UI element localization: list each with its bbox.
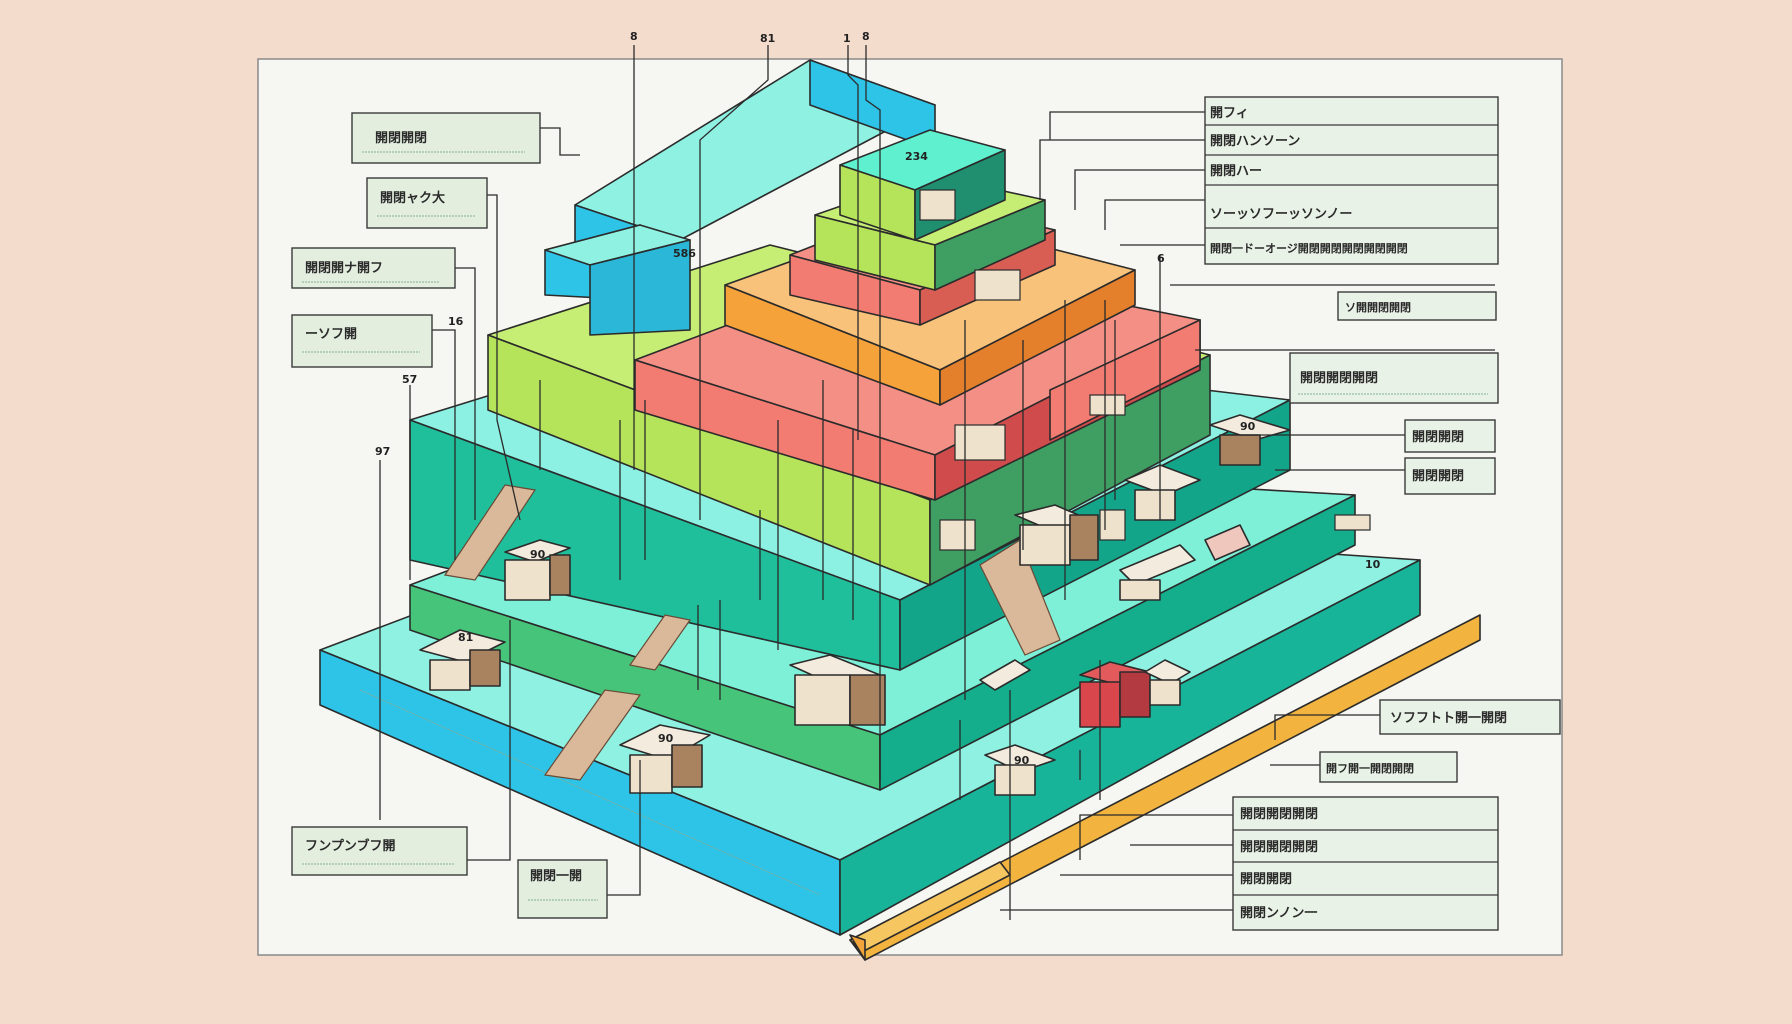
house-4 bbox=[789, 654, 886, 726]
right-label-1: ソ開開閉開閉 bbox=[1337, 291, 1497, 321]
right-label-4: 開閉開閉 bbox=[1404, 457, 1496, 495]
block-number-16: 16 bbox=[448, 315, 464, 328]
right-label-boxes: ソ開開閉開閉 開閉開閉開閉 開閉開閉 開閉開閉 ソフフトト開一開閉 開フ開一開閉… bbox=[1289, 291, 1561, 783]
right-bottom-row-2: 開閉開閉開閉 bbox=[1240, 840, 1318, 855]
pyramid bbox=[319, 59, 1481, 961]
bench bbox=[979, 659, 1031, 691]
right-label-4-text: 開閉開閉 bbox=[1412, 469, 1464, 484]
block-number-90c: 90 bbox=[1014, 754, 1030, 767]
block-numbers: 234 586 16 57 97 6 90 81 90 90 90 10 bbox=[375, 150, 1381, 767]
right-label-5-text: ソフフトト開一開閉 bbox=[1390, 711, 1507, 726]
top-number-3: 1 bbox=[843, 32, 851, 45]
right-bottom-row-3: 開閉開閉 bbox=[1240, 872, 1292, 887]
right-label-2: 開閉開閉開閉 bbox=[1289, 352, 1499, 404]
left-label-3-text: 開閉開ナ開フ bbox=[305, 261, 383, 276]
right-label-3: 開閉開閉 bbox=[1404, 419, 1496, 453]
left-label-6-text: 開閉一開 bbox=[530, 869, 582, 884]
right-top-row-2: 開閉ハンソーン bbox=[1210, 134, 1300, 149]
right-label-5: ソフフトト開一開閉 bbox=[1379, 699, 1561, 735]
block-number-81: 81 bbox=[458, 631, 473, 644]
left-label-4: ーソフ開 bbox=[291, 314, 433, 368]
house-3 bbox=[619, 724, 711, 794]
block-number-97: 97 bbox=[375, 445, 390, 458]
right-top-row-3: 開閉ハー bbox=[1210, 164, 1262, 179]
house-8 bbox=[984, 744, 1056, 796]
right-label-2-text: 開閉開閉開閉 bbox=[1300, 371, 1378, 386]
vent-grilles bbox=[919, 189, 1371, 551]
left-label-2-text: 開閉ャク大 bbox=[380, 190, 445, 206]
left-label-3: 開閉開ナ開フ bbox=[291, 247, 456, 289]
right-label-6: 開フ開一開閉開閉 bbox=[1319, 751, 1458, 783]
block-number-6: 6 bbox=[1157, 252, 1165, 265]
block-number-90a: 90 bbox=[530, 548, 546, 561]
right-label-6-text: 開フ開一開閉開閉 bbox=[1326, 762, 1414, 775]
block-number-586: 586 bbox=[673, 247, 696, 260]
right-label-3-text: 開閉開閉 bbox=[1412, 430, 1464, 445]
left-label-4-text: ーソフ開 bbox=[305, 327, 357, 342]
block-number-90b: 90 bbox=[658, 732, 674, 745]
right-bottom-row-1: 開閉開閉開閉 bbox=[1240, 807, 1318, 822]
left-label-boxes: 開閉開閉 開閉ャク大 開閉開ナ開フ ーソフ開 フンプンブフ開 開閉一開 bbox=[291, 112, 608, 919]
block-number-57: 57 bbox=[402, 373, 417, 386]
bus bbox=[1119, 544, 1196, 601]
house-6 bbox=[1124, 464, 1201, 521]
right-top-row-4: ソーッソフーッソンノー bbox=[1210, 207, 1352, 222]
leader-lines bbox=[379, 45, 1495, 920]
right-label-1-text: ソ開開閉開閉 bbox=[1345, 301, 1411, 314]
right-top-row-5: 開閉一ドーオージ開閉開閉開閉開閉開閉 bbox=[1210, 242, 1408, 255]
block-number-90d: 90 bbox=[1240, 420, 1256, 433]
house-1 bbox=[504, 539, 571, 601]
left-label-5: フンプンブフ開 bbox=[291, 826, 468, 876]
left-label-2: 開閉ャク大 bbox=[366, 177, 488, 229]
right-top-row-1: 開フィ bbox=[1210, 106, 1249, 121]
base-yellow-layer bbox=[849, 614, 1481, 961]
left-label-5-text: フンプンブフ開 bbox=[305, 838, 395, 854]
top-number-4: 8 bbox=[862, 30, 870, 43]
right-top-table: 開フィ 開閉ハンソーン 開閉ハー ソーッソフーッソンノー 開閉一ドーオージ開閉開… bbox=[1204, 96, 1499, 265]
car bbox=[1204, 524, 1251, 561]
block-number-10: 10 bbox=[1365, 558, 1381, 571]
stairs bbox=[443, 484, 1061, 781]
left-label-1: 開閉開閉 bbox=[351, 112, 541, 164]
right-bottom-row-4: 開閉ンノン一 bbox=[1240, 906, 1317, 921]
top-number-1: 8 bbox=[630, 30, 638, 43]
right-bottom-table: 開閉開閉開閉 開閉開閉開閉 開閉開閉 開閉ンノン一 bbox=[1232, 796, 1499, 931]
block-number-234: 234 bbox=[905, 150, 928, 163]
house-5 bbox=[1014, 504, 1099, 566]
left-label-1-text: 開閉開閉 bbox=[375, 131, 427, 146]
top-numbers: 8 81 1 8 bbox=[630, 30, 870, 45]
house-2 bbox=[419, 629, 506, 691]
top-number-2: 81 bbox=[760, 32, 775, 45]
house-7 bbox=[1209, 414, 1291, 466]
left-label-6: 開閉一開 bbox=[517, 859, 608, 919]
